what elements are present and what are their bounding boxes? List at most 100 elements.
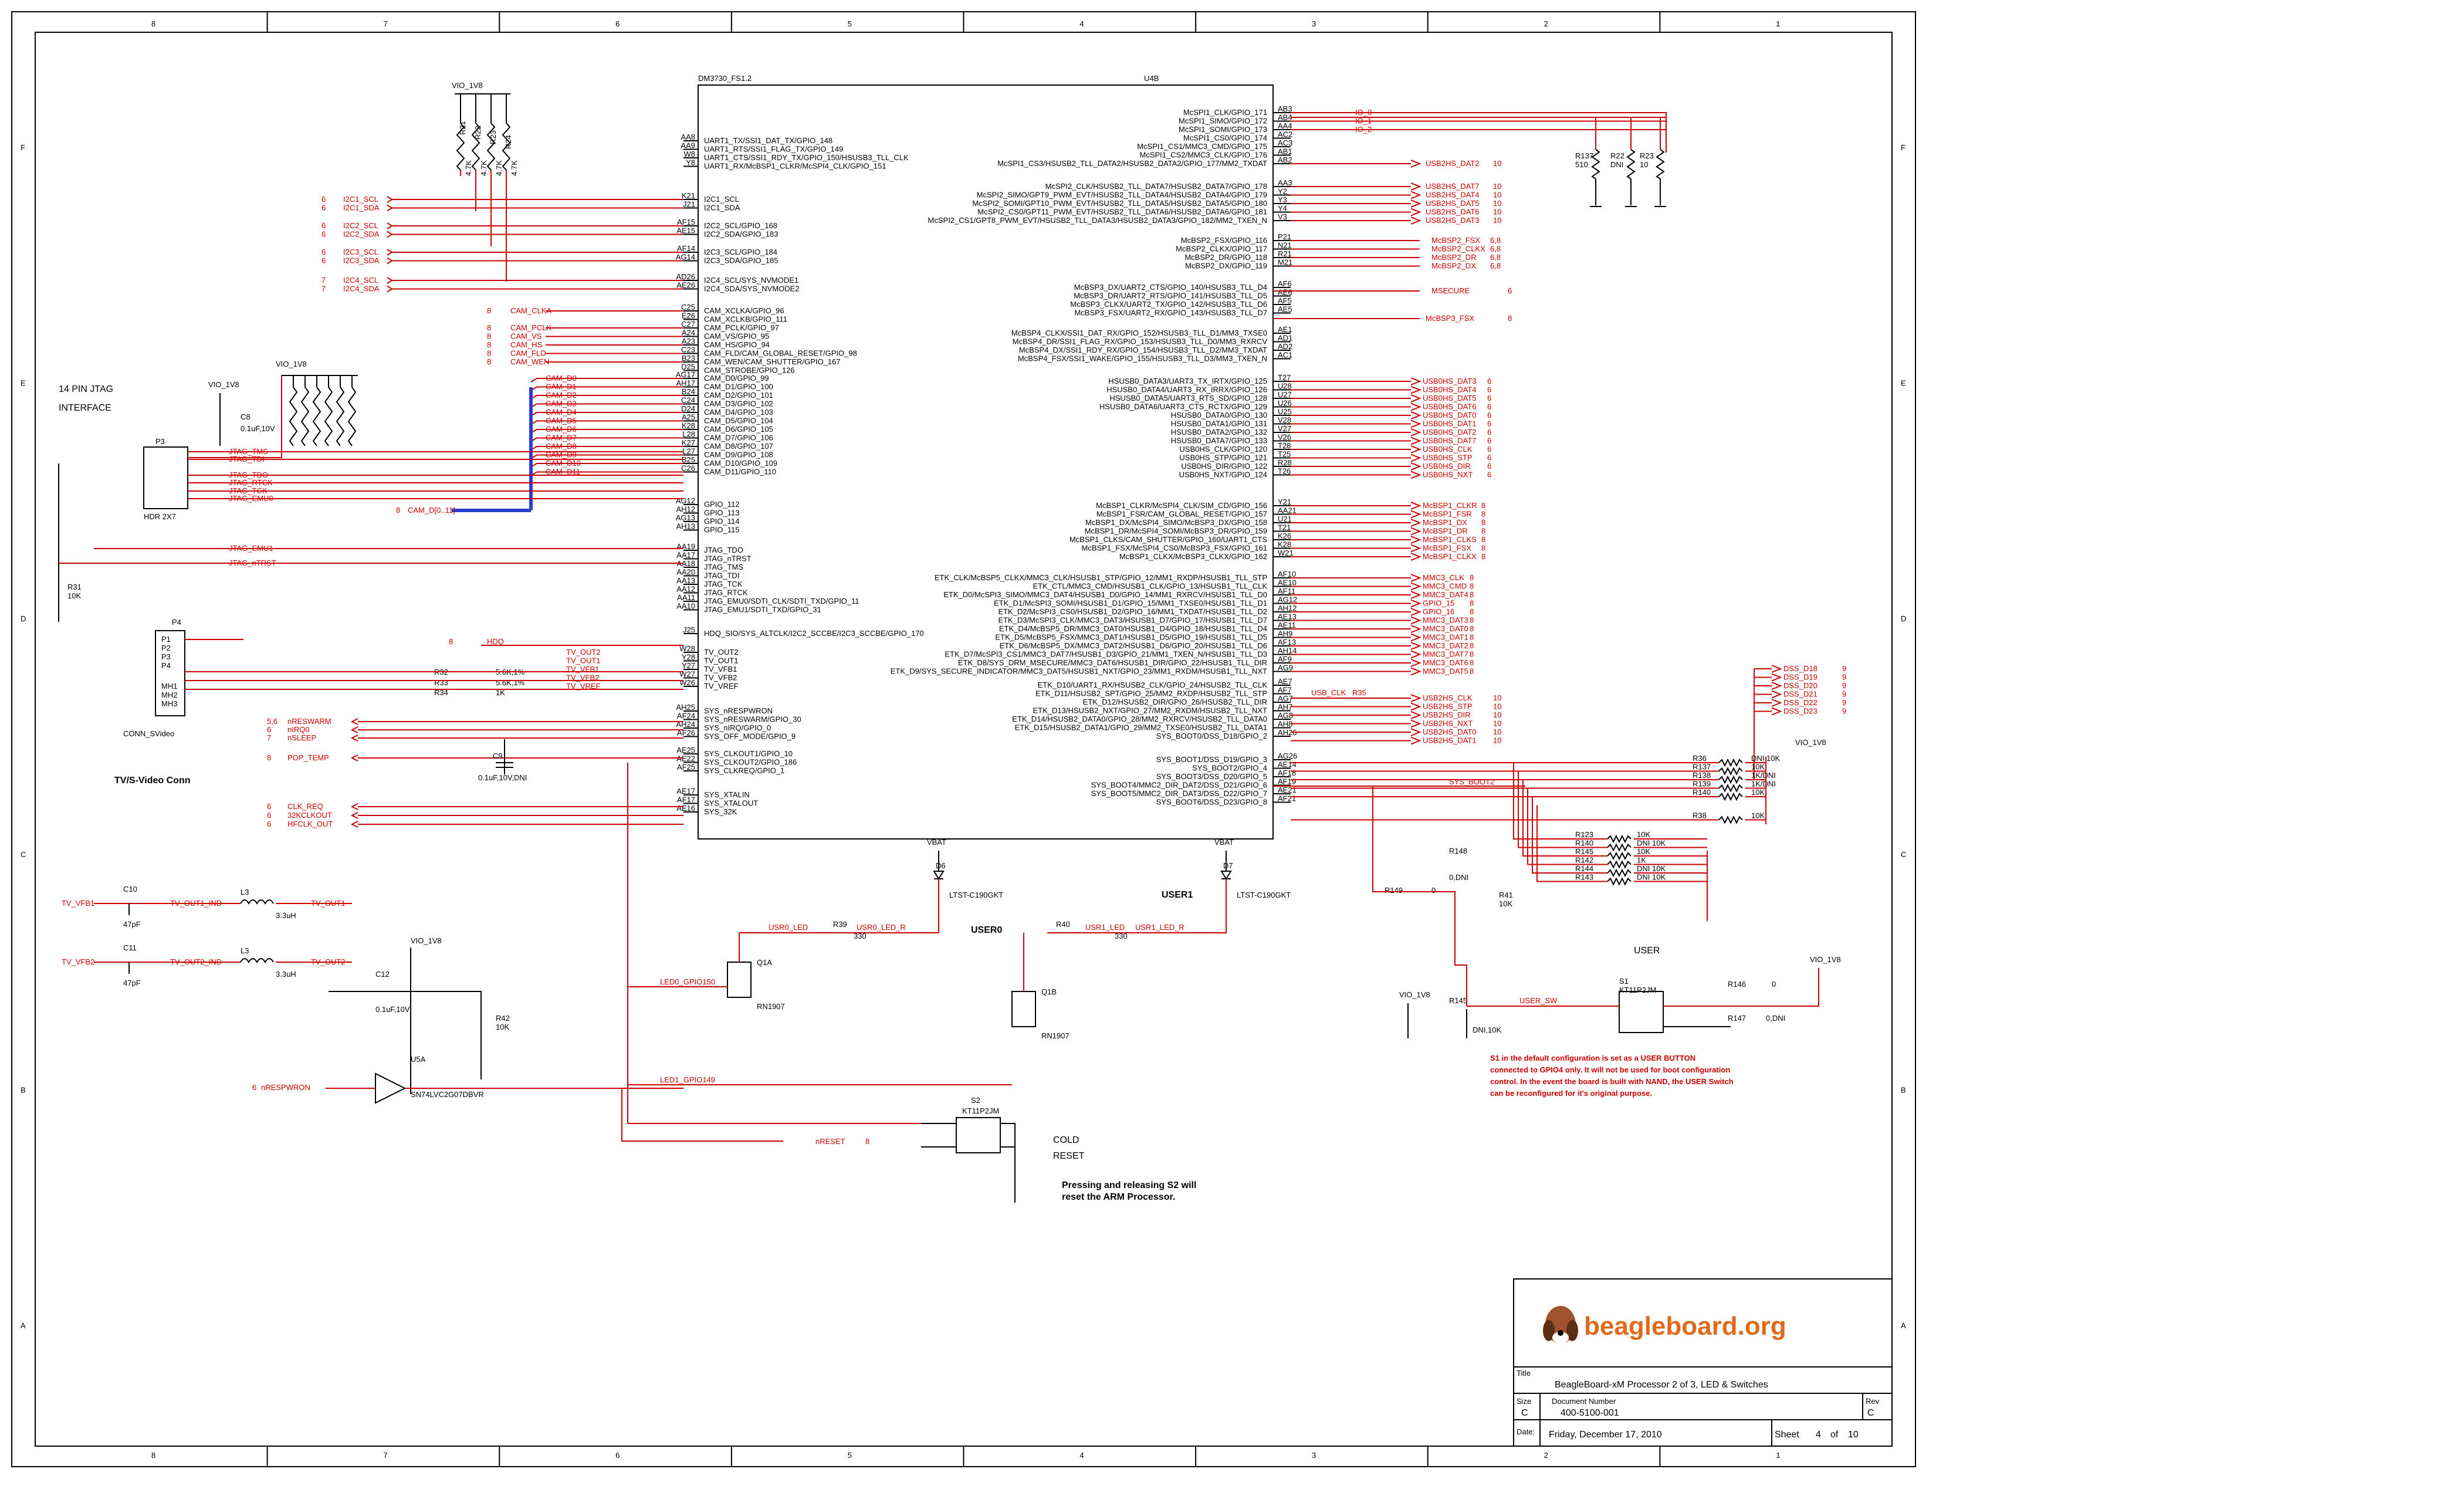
reset-switch-part: KT11P2JM — [962, 1106, 999, 1115]
net-sheet: 8 — [487, 306, 491, 315]
led-vbat: VBAT — [927, 838, 946, 847]
mmc3-net: MMC3_DAT7 — [1423, 650, 1468, 659]
pin-name: CAM_PCLK/GPIO_97 — [704, 323, 779, 332]
pin-ball: J25 — [683, 625, 695, 634]
pin-ball: AE6 — [1278, 288, 1292, 297]
r149-val: 0 — [1431, 886, 1436, 895]
tv-cap-val: 0.1uF,10V,DNI — [478, 773, 527, 782]
pin-name: SYS_XTALIN — [704, 790, 750, 799]
mcbsp1-net: McBSP1_FSX — [1423, 544, 1471, 553]
u4b-ref: U4B — [1144, 74, 1159, 83]
dss-net: DSS_D23 — [1783, 707, 1817, 716]
net-sheet: 7 — [267, 733, 271, 742]
mmc3-net: MMC3_DAT3 — [1423, 616, 1468, 625]
pin-name: ETK_D8/SYS_DRM_MSECURE/MMC3_DAT6/HSUSB1_… — [958, 658, 1267, 667]
border-col-label: 4 — [1079, 19, 1084, 28]
pin-name: UART1_RX/McBSP1_CLKR/McSPI4_CLK/GPIO_151 — [704, 162, 886, 171]
net-sheet: 8 — [1470, 607, 1474, 616]
pin-name: CAM_D0/GPIO_99 — [704, 374, 769, 383]
net-sheet: 6 — [321, 248, 326, 256]
pin-ball: AB4 — [1278, 113, 1292, 122]
mcbsp2-net: McBSP2_CLKX — [1431, 245, 1485, 253]
pin-ball: V28 — [1278, 416, 1291, 425]
pin-name: I2C4_SDA/SYS_NVMODE2 — [704, 285, 800, 293]
pin-ball: K21 — [682, 191, 695, 200]
pin-name: CAM_FLD/CAM_GLOBAL_RESET/GPIO_98 — [704, 349, 857, 358]
reset-net-sheet: 6 — [252, 1083, 256, 1092]
pin-ball: B25 — [682, 455, 695, 464]
led-ref: D7 — [1223, 861, 1233, 870]
pin-ball: AG7 — [1278, 694, 1293, 703]
pin-ball: AB3 — [1278, 104, 1292, 113]
mmc3-net: MMC3_DAT5 — [1423, 667, 1468, 676]
pin-name: McSPI1_CS1/MMC3_CMD/GPIO_175 — [1137, 142, 1267, 151]
pin-name: McBSP1_FSX/McSPI4_CS0/McBSP3_FSX/GPIO_16… — [1082, 544, 1267, 553]
r147-val: 0,DNI — [1766, 1014, 1785, 1023]
net-sheet: 10 — [1493, 208, 1501, 216]
pin-ball: AC3 — [1278, 138, 1292, 147]
net-label: I2C2_SCL — [343, 221, 378, 230]
pin-name: McSPI1_CS2/MMC3_CLK/GPIO_176 — [1140, 151, 1267, 160]
pin-name: McBSP2_CLKX/GPIO_117 — [1176, 245, 1267, 253]
border-row-label: F — [21, 143, 25, 152]
led-res: R40 — [1056, 920, 1070, 929]
filter-cap-val: 47pF — [123, 979, 141, 987]
net-sheet: 6,8 — [1490, 253, 1501, 262]
pin-name: JTAG_TDO — [704, 546, 743, 554]
pin-name: CAM_STROBE/GPIO_126 — [704, 366, 795, 375]
pin-name: McBSP1_CLKX/McBSP3_CLKX/GPIO_162 — [1119, 552, 1267, 561]
resistor-ref: R140 — [1693, 788, 1711, 797]
resistor-val: 10 — [1640, 160, 1648, 169]
border-col-label: 2 — [1544, 19, 1548, 28]
net-sheet: 6,8 — [1490, 236, 1501, 245]
net-sheet: 9 — [1842, 690, 1846, 699]
mmc3-net: MMC3_DAT0 — [1423, 624, 1468, 633]
border-row-label: B — [21, 1086, 26, 1095]
title-value: BeagleBoard-xM Processor 2 of 3, LED & S… — [1555, 1380, 1768, 1390]
usb0-net: USB0HS_DIR — [1423, 462, 1471, 471]
net-label: CLK_REQ — [287, 802, 323, 811]
r41: R41 — [1499, 891, 1513, 899]
pin-ball: K28 — [1278, 540, 1291, 549]
pin-name: ETK_D7/McSPI3_CS1/MMC3_DAT7/HSUSB1_D3/GP… — [945, 650, 1267, 659]
pin-ball: U27 — [1278, 390, 1292, 399]
pin-name: I2C3_SDA/GPIO_185 — [704, 256, 778, 265]
r149: R149 — [1385, 886, 1403, 895]
resistor-val: 10K — [1751, 763, 1765, 771]
dss-net: DSS_D22 — [1783, 698, 1817, 707]
pin-name: JTAG_TCK — [704, 580, 743, 588]
pin-name: McBSP1_FSR/CAM_GLOBAL_RESET/GPIO_157 — [1096, 510, 1267, 519]
led-fet-part: RN1907 — [757, 1002, 785, 1011]
led-res: R39 — [833, 920, 847, 929]
net-sheet: 10 — [1493, 191, 1501, 199]
border-row-label: B — [1901, 1086, 1906, 1095]
resistor-val: 1K — [1637, 856, 1646, 865]
resistor-ref: R22 — [1610, 151, 1624, 160]
tv-pin: P1 — [161, 635, 171, 644]
net-sheet: 6 — [1487, 462, 1491, 471]
jtag-cap: C8 — [241, 412, 251, 421]
reset-net: nRESPWRON — [261, 1083, 310, 1092]
dss-net: DSS_D18 — [1783, 664, 1817, 673]
net-sheet: 8 — [1470, 624, 1474, 633]
net-sheet: 6 — [1487, 377, 1491, 385]
resistor-ref: R36 — [1693, 754, 1707, 763]
pin-name: TV_VREF — [704, 682, 739, 691]
pin-name: SYS_CLKREQ/GPIO_1 — [704, 766, 784, 775]
pin-ball: AG26 — [1278, 752, 1297, 760]
mcbsp2-net: McBSP2_DX — [1431, 262, 1476, 270]
reset-buffer-part: SN74LVC2G07DBVR — [411, 1090, 484, 1099]
resistor-ref: R38 — [1693, 811, 1707, 820]
mmc3-net: MMC3_DAT1 — [1423, 633, 1468, 642]
pin-ball: A24 — [682, 329, 695, 337]
net-sheet: 6,8 — [1490, 245, 1501, 253]
tv-r2: R33 — [434, 678, 448, 687]
pin-name: HSUSB0_DATA5/UART3_RTS_SD/GPIO_128 — [1109, 394, 1267, 402]
pin-ball: AE7 — [1278, 677, 1292, 686]
user-note-line: connected to GPIO4 only. It will not be … — [1490, 1065, 1730, 1074]
usb0-net: USB0HS_DAT3 — [1423, 377, 1477, 385]
usb2b-net: USB2HS_DAT0 — [1423, 727, 1477, 736]
cam-bus-label: CAM_D[0..11] — [408, 506, 455, 515]
net-sheet: 10 — [1493, 216, 1501, 225]
